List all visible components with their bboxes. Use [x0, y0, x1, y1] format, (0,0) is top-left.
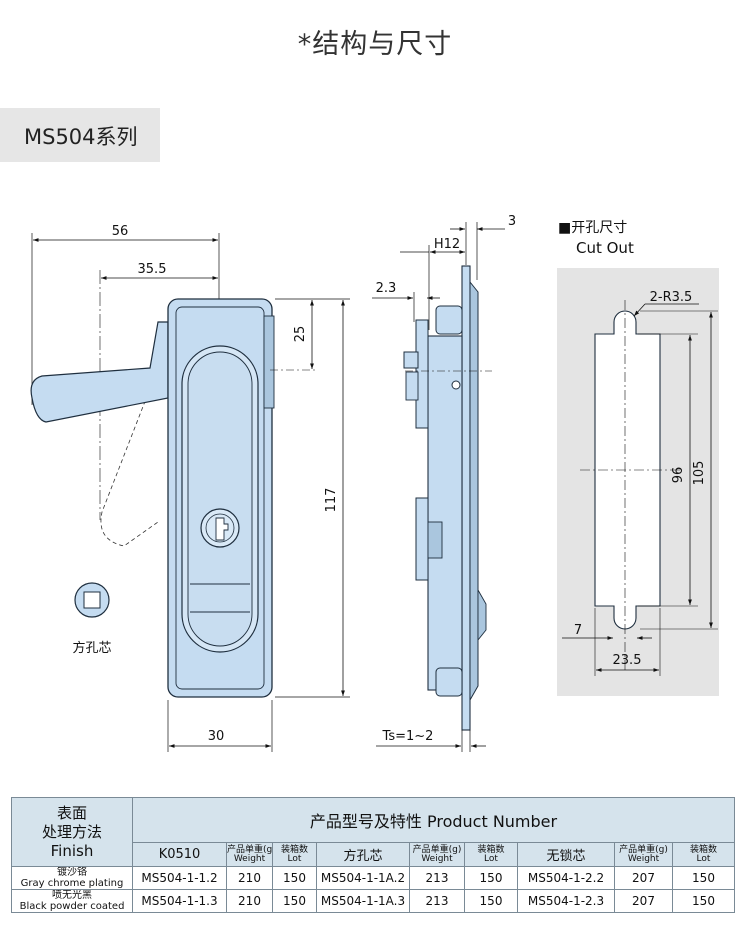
product-spec-table: 表面 处理方法 Finish 产品型号及特性 Product Number K0…: [11, 797, 735, 913]
latch-block: [427, 521, 443, 559]
table-cell: 207: [614, 889, 673, 913]
square-core-hole: [83, 591, 101, 609]
table-cell: 213: [409, 889, 465, 913]
lot-header-cn: 装箱数: [689, 844, 717, 855]
leader-line: [633, 303, 646, 317]
cam-stem: [405, 371, 419, 401]
dim-body-label: 30: [208, 729, 225, 744]
group-k0510: K0510: [132, 842, 227, 867]
lot-header-cn: 装箱数: [280, 844, 308, 855]
finish-name-en: Black powder coated: [19, 901, 125, 912]
cutout-drawing: ■开孔尺寸 Cut Out 2-R3.5 96 105 7 23.5: [557, 220, 719, 696]
group-square-core: 方孔芯: [316, 842, 410, 867]
side-flange: [263, 315, 275, 409]
mount-screw-bottom: [435, 667, 463, 697]
finish-name-en: Gray chrome plating: [20, 878, 124, 889]
finish-header-cn-2: 处理方法: [41, 822, 102, 841]
table-cell: MS504-1-1.2: [132, 866, 227, 890]
technical-drawing: 56 35.5 25 117: [30, 214, 719, 752]
table-cell: MS504-1-1.3: [132, 889, 227, 913]
weight-header-en: Weight: [233, 853, 266, 864]
cutout-title-cn: ■开孔尺寸: [558, 220, 627, 236]
table-cell: 210: [226, 866, 273, 890]
square-core-label: 方孔芯: [72, 640, 111, 656]
dim-105-label: 105: [692, 461, 707, 486]
side-boss-bottom: [415, 497, 429, 581]
lot-header-cn: 装箱数: [477, 844, 505, 855]
cam-tab: [403, 351, 419, 369]
table-header-row: 表面 处理方法 Finish 产品型号及特性 Product Number: [11, 797, 735, 867]
cutout-title-en: Cut Out: [576, 239, 634, 257]
product-number-header: 产品型号及特性 Product Number: [132, 797, 735, 843]
page-title: *结构与尺寸: [297, 29, 453, 60]
rear-latch: [477, 588, 487, 642]
table-cell: 150: [464, 866, 518, 890]
side-body: [427, 335, 463, 691]
table-cell: MS504-1-1A.3: [316, 889, 410, 913]
table-cell: MS504-1-2.2: [517, 866, 615, 890]
finish-name-cn: 喷无光黑: [52, 890, 92, 902]
lever-handle: [30, 321, 169, 423]
weight-header: 产品单重(g)Weight: [409, 842, 465, 867]
table-cell: 213: [409, 866, 465, 890]
series-title: MS504系列: [24, 125, 138, 149]
dim-radius-label: 2-R3.5: [650, 290, 693, 305]
table-cell: 150: [272, 889, 317, 913]
weight-header-cn: 产品单重(g): [227, 844, 273, 855]
table-cell: 207: [614, 866, 673, 890]
front-view: 56 35.5 25 117: [30, 224, 350, 752]
panel-plate: [461, 265, 471, 731]
pivot-pin: [451, 380, 461, 390]
table-cell: MS504-1-1A.2: [316, 866, 410, 890]
finish-header: 表面 处理方法 Finish: [11, 797, 133, 867]
table-cell: 150: [464, 889, 518, 913]
rotated-handle-outline: [100, 367, 159, 547]
table-cell: 150: [672, 866, 735, 890]
dim-height-label: 117: [324, 488, 339, 513]
dim-7-label: 7: [574, 623, 582, 638]
weight-header: 产品单重(g)Weight: [614, 842, 673, 867]
dim-h12-label: H12: [434, 237, 460, 252]
lot-header-en: Lot: [484, 853, 498, 864]
series-banner: [0, 108, 160, 162]
table-cell: 150: [672, 889, 735, 913]
key-cylinder-ring: [205, 513, 235, 543]
lot-header-en: Lot: [287, 853, 302, 864]
side-view: H12 3 2.3 Ts=1~2: [372, 214, 516, 752]
dim-96-label: 96: [671, 467, 686, 484]
group-no-core: 无锁芯: [517, 842, 615, 867]
dim-top-label: 25: [293, 326, 308, 343]
weight-header: 产品单重(g)Weight: [226, 842, 273, 867]
table-cell: 150: [272, 866, 317, 890]
keyhole-icon: [215, 517, 229, 541]
weight-header-cn: 产品单重(g): [412, 844, 462, 855]
handle-grip: [187, 351, 253, 647]
weight-header-en: Weight: [627, 853, 660, 864]
dim-2-3-label: 2.3: [376, 281, 397, 296]
lot-header-en: Lot: [696, 853, 711, 864]
finish-name-cn: 镀沙铬: [57, 867, 87, 879]
dim-ts-label: Ts=1~2: [382, 729, 434, 744]
dim-3-label: 3: [508, 214, 516, 229]
lock-body-inner: [175, 306, 265, 690]
rear-housing: [469, 280, 479, 702]
table-cell: MS504-1-2.3: [517, 889, 615, 913]
dim-width-label: 56: [112, 224, 129, 239]
weight-header-cn: 产品单重(g): [619, 844, 668, 855]
finish-header-cn-1: 表面: [56, 803, 87, 822]
table-cell: 210: [226, 889, 273, 913]
dim-handle-label: 35.5: [138, 262, 167, 277]
weight-header-en: Weight: [421, 853, 453, 864]
mount-screw-top: [435, 305, 463, 335]
finish-header-en: Finish: [50, 841, 94, 860]
dim-23-5-label: 23.5: [613, 653, 642, 668]
